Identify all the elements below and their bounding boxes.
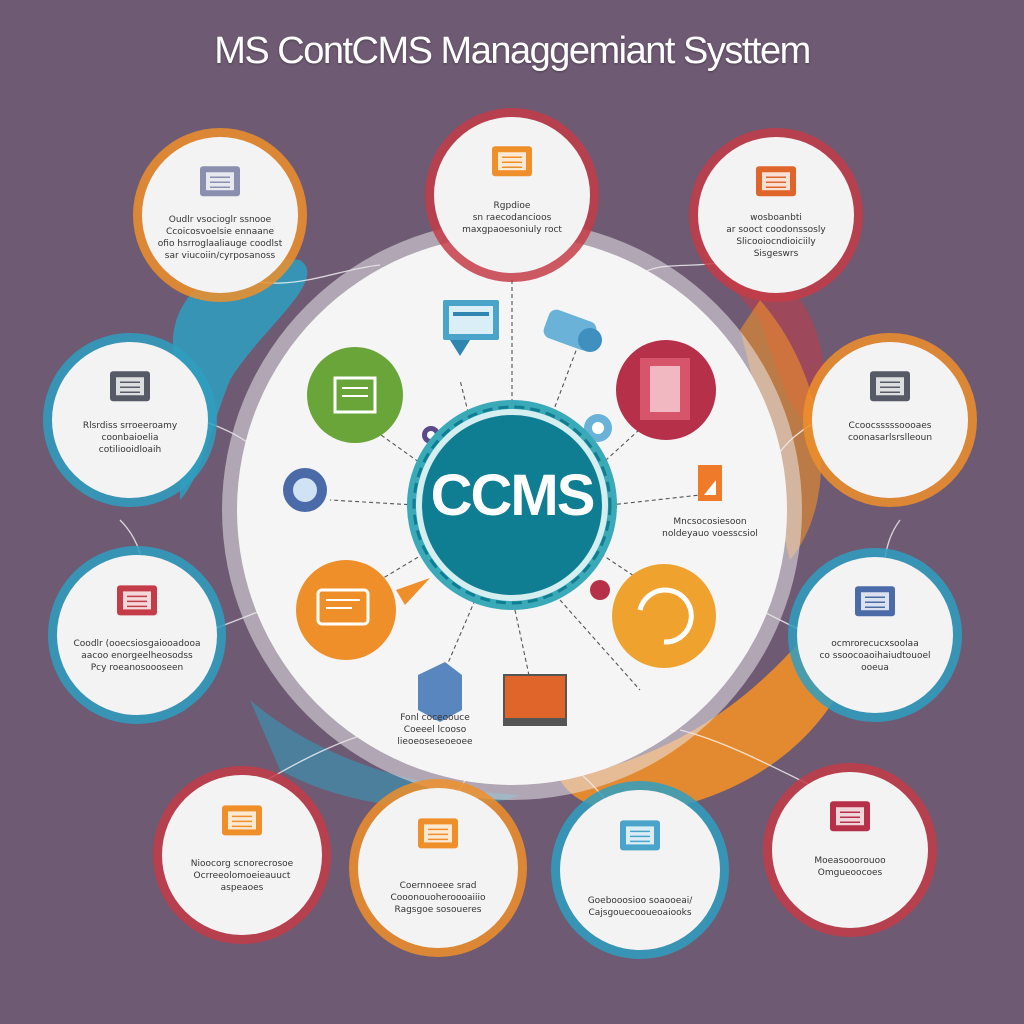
diagram-node <box>803 333 977 507</box>
door-icon <box>616 340 716 440</box>
diagram-node <box>153 766 331 944</box>
shield-icon <box>418 662 462 722</box>
node-face <box>57 555 217 715</box>
node-label: Goebooosioo soaooeai/ Cajsgouecooueoaioo… <box>587 896 693 918</box>
document-icon <box>870 371 910 402</box>
diagram-node <box>763 763 937 937</box>
cube-icon <box>620 820 660 851</box>
node-face <box>162 775 322 935</box>
folder-icon <box>222 805 262 836</box>
monitor-icon <box>855 586 895 617</box>
inner-label: Mncsocosiesoon noldeyauo voesscsiol <box>662 517 758 539</box>
node-label: Rgpdioe sn raecodancioos maxgpaoesoniuly… <box>462 201 562 235</box>
puzzle-icon <box>492 146 532 177</box>
node-label: Ccoocsssssoooaes coonasarlsrslleoun <box>847 421 933 443</box>
diagram-node <box>48 546 226 724</box>
document-icon <box>110 371 150 402</box>
node-face <box>142 137 298 293</box>
node-face <box>698 137 854 293</box>
shield-icon <box>283 468 327 512</box>
node-label: Moeasooorouoo Omgueoocoes <box>814 856 886 878</box>
page-title: MS ContCMS Managgemiant Systtem <box>214 30 811 72</box>
chat-bubble-icon <box>307 347 403 443</box>
document-icon <box>698 465 722 501</box>
diagram-node <box>43 333 217 507</box>
diagram-node <box>425 108 599 282</box>
node-face <box>52 342 208 498</box>
laptop-icon <box>756 166 796 197</box>
node-face <box>812 342 968 498</box>
diagram-node <box>551 781 729 959</box>
pipe-icon <box>543 309 602 352</box>
node-label: Oudlr vsocioglr ssnooe Ccoicosvoelsie en… <box>157 215 283 261</box>
node-face <box>560 790 720 950</box>
node-face <box>358 788 518 948</box>
user-icon <box>117 585 157 616</box>
chat-bubble-icon <box>296 560 430 660</box>
outer-nodes <box>43 108 977 959</box>
node-label: Nioocorg scnorecrosoe Ocrreeolomoeieauuc… <box>190 859 294 893</box>
node-label: ocmrorecucxsoolaa co ssoocoaoihaiudtouoe… <box>819 639 931 673</box>
inner-icons <box>283 300 722 726</box>
diagram-node <box>133 128 307 302</box>
diagram-node <box>788 548 962 722</box>
node-face <box>772 772 928 928</box>
monitor-icon <box>503 674 567 726</box>
diagram-node <box>349 779 527 957</box>
center-hub <box>407 400 617 610</box>
refresh-icon <box>590 564 716 668</box>
inner-label: Fonl coceoouce Coeeel lcooso lieoeoseseo… <box>397 713 473 747</box>
center-label: CCMS <box>430 463 596 528</box>
diagram-node <box>689 128 863 302</box>
node-label: Rlsrdiss srroeeroamy coonbaioelia cotili… <box>82 421 178 455</box>
node-label: wosboanbti ar sooct coodonssosly Slicooi… <box>726 213 826 259</box>
node-face <box>434 117 590 273</box>
node-face <box>797 557 953 713</box>
refresh-icon <box>418 818 458 849</box>
server-icon <box>200 166 240 197</box>
presentation-icon <box>443 300 499 356</box>
layers-icon <box>830 801 870 832</box>
node-label: Coernnoeee srad Cooonouoheroooaiiio Rags… <box>390 881 486 915</box>
node-label: Coodlr (ooecsiosgaiooadooa aacoo enorgee… <box>73 639 201 673</box>
